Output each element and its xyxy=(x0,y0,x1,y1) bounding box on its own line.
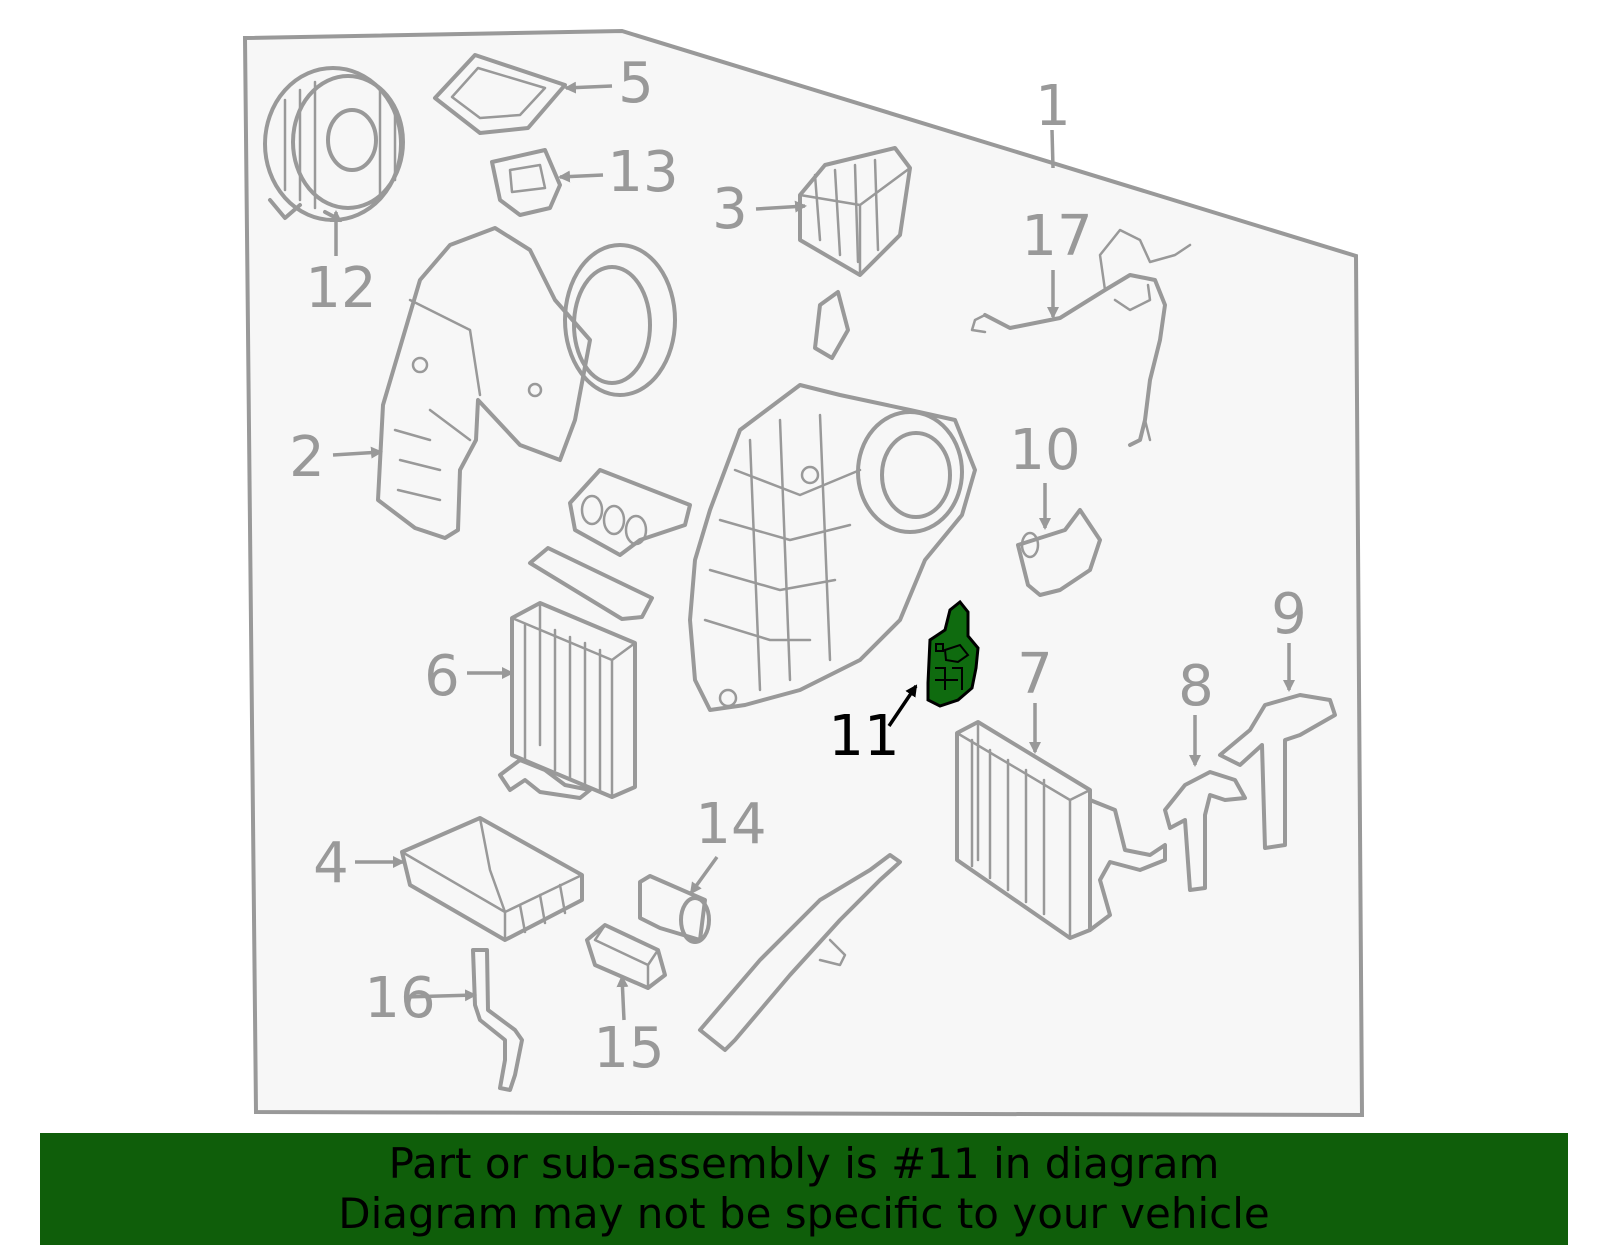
callout-8: 8 xyxy=(1178,654,1214,719)
heater-hose-part xyxy=(698,853,902,1052)
callout-10: 10 xyxy=(1009,418,1080,483)
callout-1: 1 xyxy=(1035,74,1071,139)
callout-12: 12 xyxy=(305,256,376,321)
leader-lines xyxy=(330,81,1295,1021)
highlighted-part-11 xyxy=(926,599,980,708)
notice-banner: Part or sub-assembly is #11 in diagram D… xyxy=(40,1133,1568,1245)
pipe-9-part xyxy=(1218,693,1337,850)
cylinder-part xyxy=(638,874,711,944)
small-bracket-part xyxy=(813,290,850,360)
callout-3: 3 xyxy=(712,177,748,242)
small-actuator-part xyxy=(1016,508,1102,597)
wiring-harness-part xyxy=(970,228,1192,447)
small-cover-part xyxy=(490,148,562,217)
filter-gasket-part xyxy=(433,53,567,135)
callout-15: 15 xyxy=(593,1016,664,1081)
callout-14: 14 xyxy=(695,792,766,857)
callout-17: 17 xyxy=(1021,204,1092,269)
banner-line-2: Diagram may not be specific to your vehi… xyxy=(338,1189,1270,1238)
upper-case-part xyxy=(376,226,677,540)
callout-5: 5 xyxy=(618,51,654,116)
callout-4: 4 xyxy=(313,831,349,896)
callout-2: 2 xyxy=(289,425,325,490)
callout-16: 16 xyxy=(364,966,435,1031)
callout-11: 11 xyxy=(828,704,899,769)
banner-line-1: Part or sub-assembly is #11 in diagram xyxy=(388,1139,1220,1188)
callout-13: 13 xyxy=(607,140,678,205)
drain-hose-part xyxy=(471,948,524,1092)
callout-9: 9 xyxy=(1271,582,1307,647)
block-part xyxy=(585,923,667,990)
callout-6: 6 xyxy=(424,644,460,709)
duct-seal-part xyxy=(528,468,692,621)
heater-core-part xyxy=(955,720,1167,940)
pipe-8-part xyxy=(1163,770,1247,892)
drain-tray-part xyxy=(400,816,584,942)
evaporator-part xyxy=(498,601,637,800)
callout-7: 7 xyxy=(1017,642,1053,707)
duct-part xyxy=(798,146,912,277)
main-case-part xyxy=(688,383,977,712)
